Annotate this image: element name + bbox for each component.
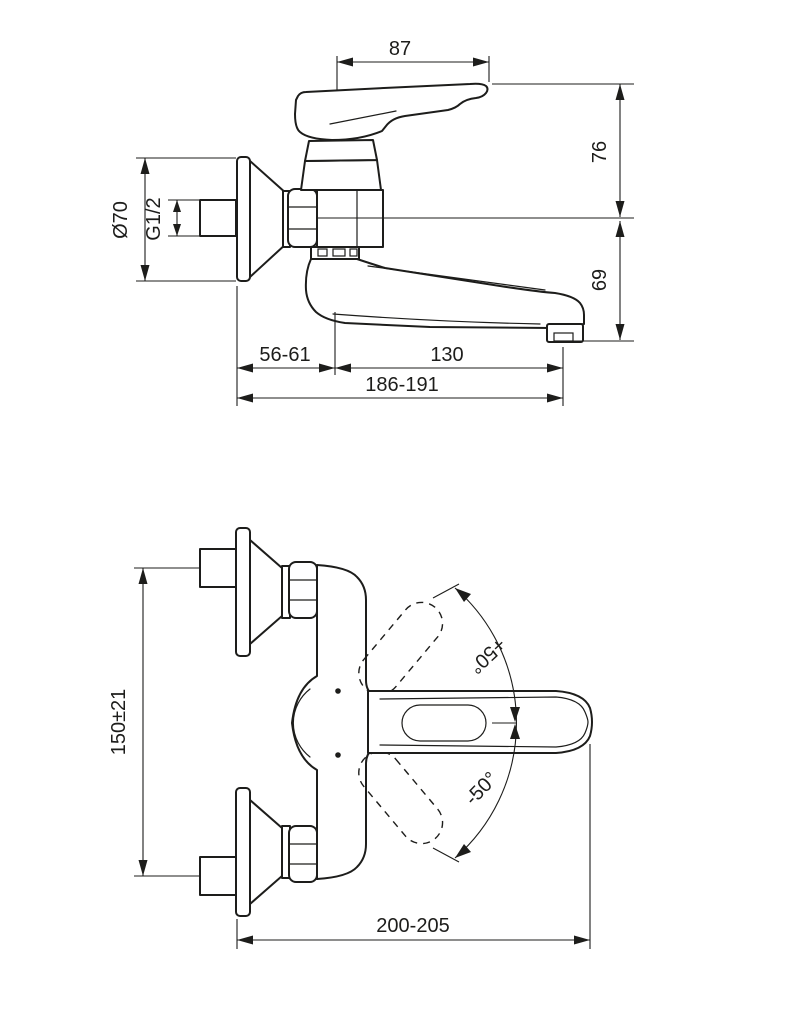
escutcheon-cone-upper xyxy=(249,539,283,645)
dim-inlet-thread: G1/2 xyxy=(143,197,199,241)
swivel-spout xyxy=(304,246,585,343)
side-view: 87 76 69 Ø70 xyxy=(110,38,634,406)
dim-label-200-205: 200-205 xyxy=(376,915,449,937)
dim-depth-chain: 56-61 130 186-191 xyxy=(236,286,564,406)
cartridge-dome-inner xyxy=(292,688,311,758)
dim-spout-reach: 130 xyxy=(335,344,563,373)
escutcheon-plate-upper xyxy=(235,527,251,657)
dim-label-dia70: Ø70 xyxy=(110,201,132,239)
dim-height-below-axis: 69 xyxy=(570,221,634,342)
dim-label-g12: G1/2 xyxy=(143,197,165,240)
lever-handle-plan xyxy=(367,690,593,754)
wall-inlet-connection-lower xyxy=(199,787,318,917)
dim-inlet-center-distance: 150±21 xyxy=(108,567,199,877)
dim-label-130: 130 xyxy=(430,344,463,366)
lever-handle xyxy=(294,82,489,141)
plan-view: +50° -50° 150±21 200-205 xyxy=(108,527,593,949)
dim-height-above-axis: 76 xyxy=(492,83,634,217)
hex-nut xyxy=(287,188,318,248)
escutcheon-plate xyxy=(236,156,251,282)
dim-label-87: 87 xyxy=(389,38,411,60)
escutcheon-cone xyxy=(249,160,288,278)
dim-label-plus50: +50° xyxy=(464,633,510,678)
wall-inlet-connection-upper xyxy=(199,527,318,657)
spout-flange xyxy=(310,246,360,260)
dim-label-150-21: 150±21 xyxy=(108,689,130,756)
dim-overall-width: 200-205 xyxy=(236,744,591,949)
body-screw-lower xyxy=(335,752,341,758)
cartridge-neck xyxy=(300,139,382,191)
hex-nut-upper xyxy=(288,561,318,619)
inlet-nipple-upper xyxy=(199,548,237,588)
lever-grip-slot xyxy=(401,704,487,742)
hex-nut-lower xyxy=(288,825,318,883)
mixer-body-plan xyxy=(291,564,381,880)
escutcheon-plate-lower xyxy=(235,787,251,917)
dim-wall-to-spout-bend: 56-61 xyxy=(237,344,335,373)
dim-label-69: 69 xyxy=(589,269,611,291)
wall-inlet-connection xyxy=(199,156,318,282)
dim-handle-projection: 87 xyxy=(336,38,490,90)
lever-inner-accent xyxy=(379,696,589,748)
aerator xyxy=(546,323,584,343)
dim-overall-projection: 186-191 xyxy=(237,374,563,403)
dim-label-minus50: -50° xyxy=(461,768,502,810)
inlet-nipple xyxy=(199,199,237,237)
body-screw-upper xyxy=(335,688,341,694)
escutcheon-cone-lower xyxy=(249,799,283,905)
handle-accent-line xyxy=(329,110,397,125)
dim-label-186-191: 186-191 xyxy=(365,374,438,396)
spout-accent-bottom xyxy=(332,313,541,325)
ghost-handle-plus50 xyxy=(358,601,444,695)
dim-label-76: 76 xyxy=(589,141,611,163)
spout-accent-top xyxy=(367,265,546,291)
inlet-nipple-lower xyxy=(199,856,237,896)
dim-label-56-61: 56-61 xyxy=(259,344,310,366)
lever-center-marker xyxy=(492,707,520,739)
dim-escutcheon-diameter: Ø70 xyxy=(110,157,236,282)
